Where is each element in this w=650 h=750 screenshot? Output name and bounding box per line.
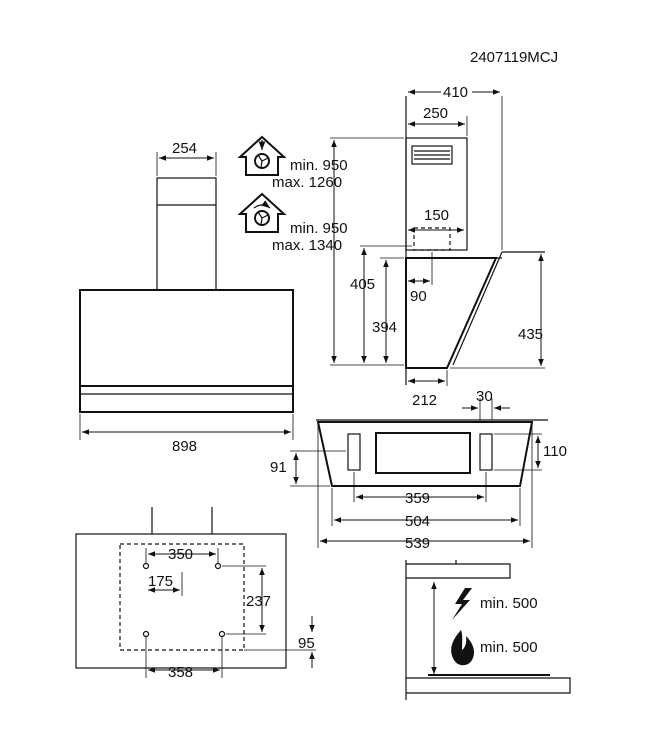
label-95: 95 [298,635,315,652]
label-359: 359 [405,490,430,507]
underside-view: 30 110 91 359 504 539 [270,388,567,552]
label-175: 175 [148,573,173,590]
label-358: 358 [168,664,193,681]
extraction-min: min. 950 [290,157,348,174]
clearance-gas: min. 500 [480,639,538,656]
label-90: 90 [410,288,427,305]
label-30: 30 [476,388,493,405]
clearance-view: min. 500 min. 500 [405,560,571,700]
label-91: 91 [270,459,287,476]
chimney-front [156,177,217,291]
label-212: 212 [412,392,437,409]
label-405: 405 [350,276,375,293]
label-410: 410 [443,84,468,101]
recirculation-mode-icon [237,192,287,233]
gas-flame-icon [451,630,475,666]
label-150: 150 [424,207,449,224]
hood-bottom-edge [406,563,511,579]
label-110: 110 [543,443,567,460]
front-view: 254 898 [79,140,294,455]
extraction-mode-icon [237,135,287,176]
electric-bolt-icon [452,588,472,620]
recirculation-min: min. 950 [290,220,348,237]
label-350: 350 [168,546,193,563]
hood-outline-bottom [316,421,534,487]
label-539: 539 [405,535,430,552]
label-898: 898 [172,438,197,455]
hood-footprint [119,543,245,651]
recirculation-max: max. 1340 [272,237,342,254]
screw-hole-tl [142,562,150,570]
vent-outlet [411,145,453,165]
label-394: 394 [372,319,397,336]
label-504: 504 [405,513,430,530]
light-left [347,433,361,471]
clearance-electric: min. 500 [480,595,538,612]
label-250: 250 [423,105,448,122]
side-view: 410 250 150 90 405 394 435 212 [330,84,545,409]
label-237: 237 [246,593,271,610]
model-code: 2407119MCJ [470,49,558,66]
label-435: 435 [518,326,543,343]
label-254: 254 [172,140,197,157]
light-right [479,433,493,471]
screw-hole-tr [214,562,222,570]
filter-panel [375,432,471,474]
extraction-max: max. 1260 [272,174,342,191]
duct-outline [413,227,451,251]
hood-canopy-side [405,257,498,369]
screw-hole-bl [142,630,150,638]
wall-mount-view: 350 175 237 95 358 [75,507,316,681]
cooktop [406,677,571,694]
hood-body-front [79,289,294,413]
screw-hole-br [218,630,226,638]
